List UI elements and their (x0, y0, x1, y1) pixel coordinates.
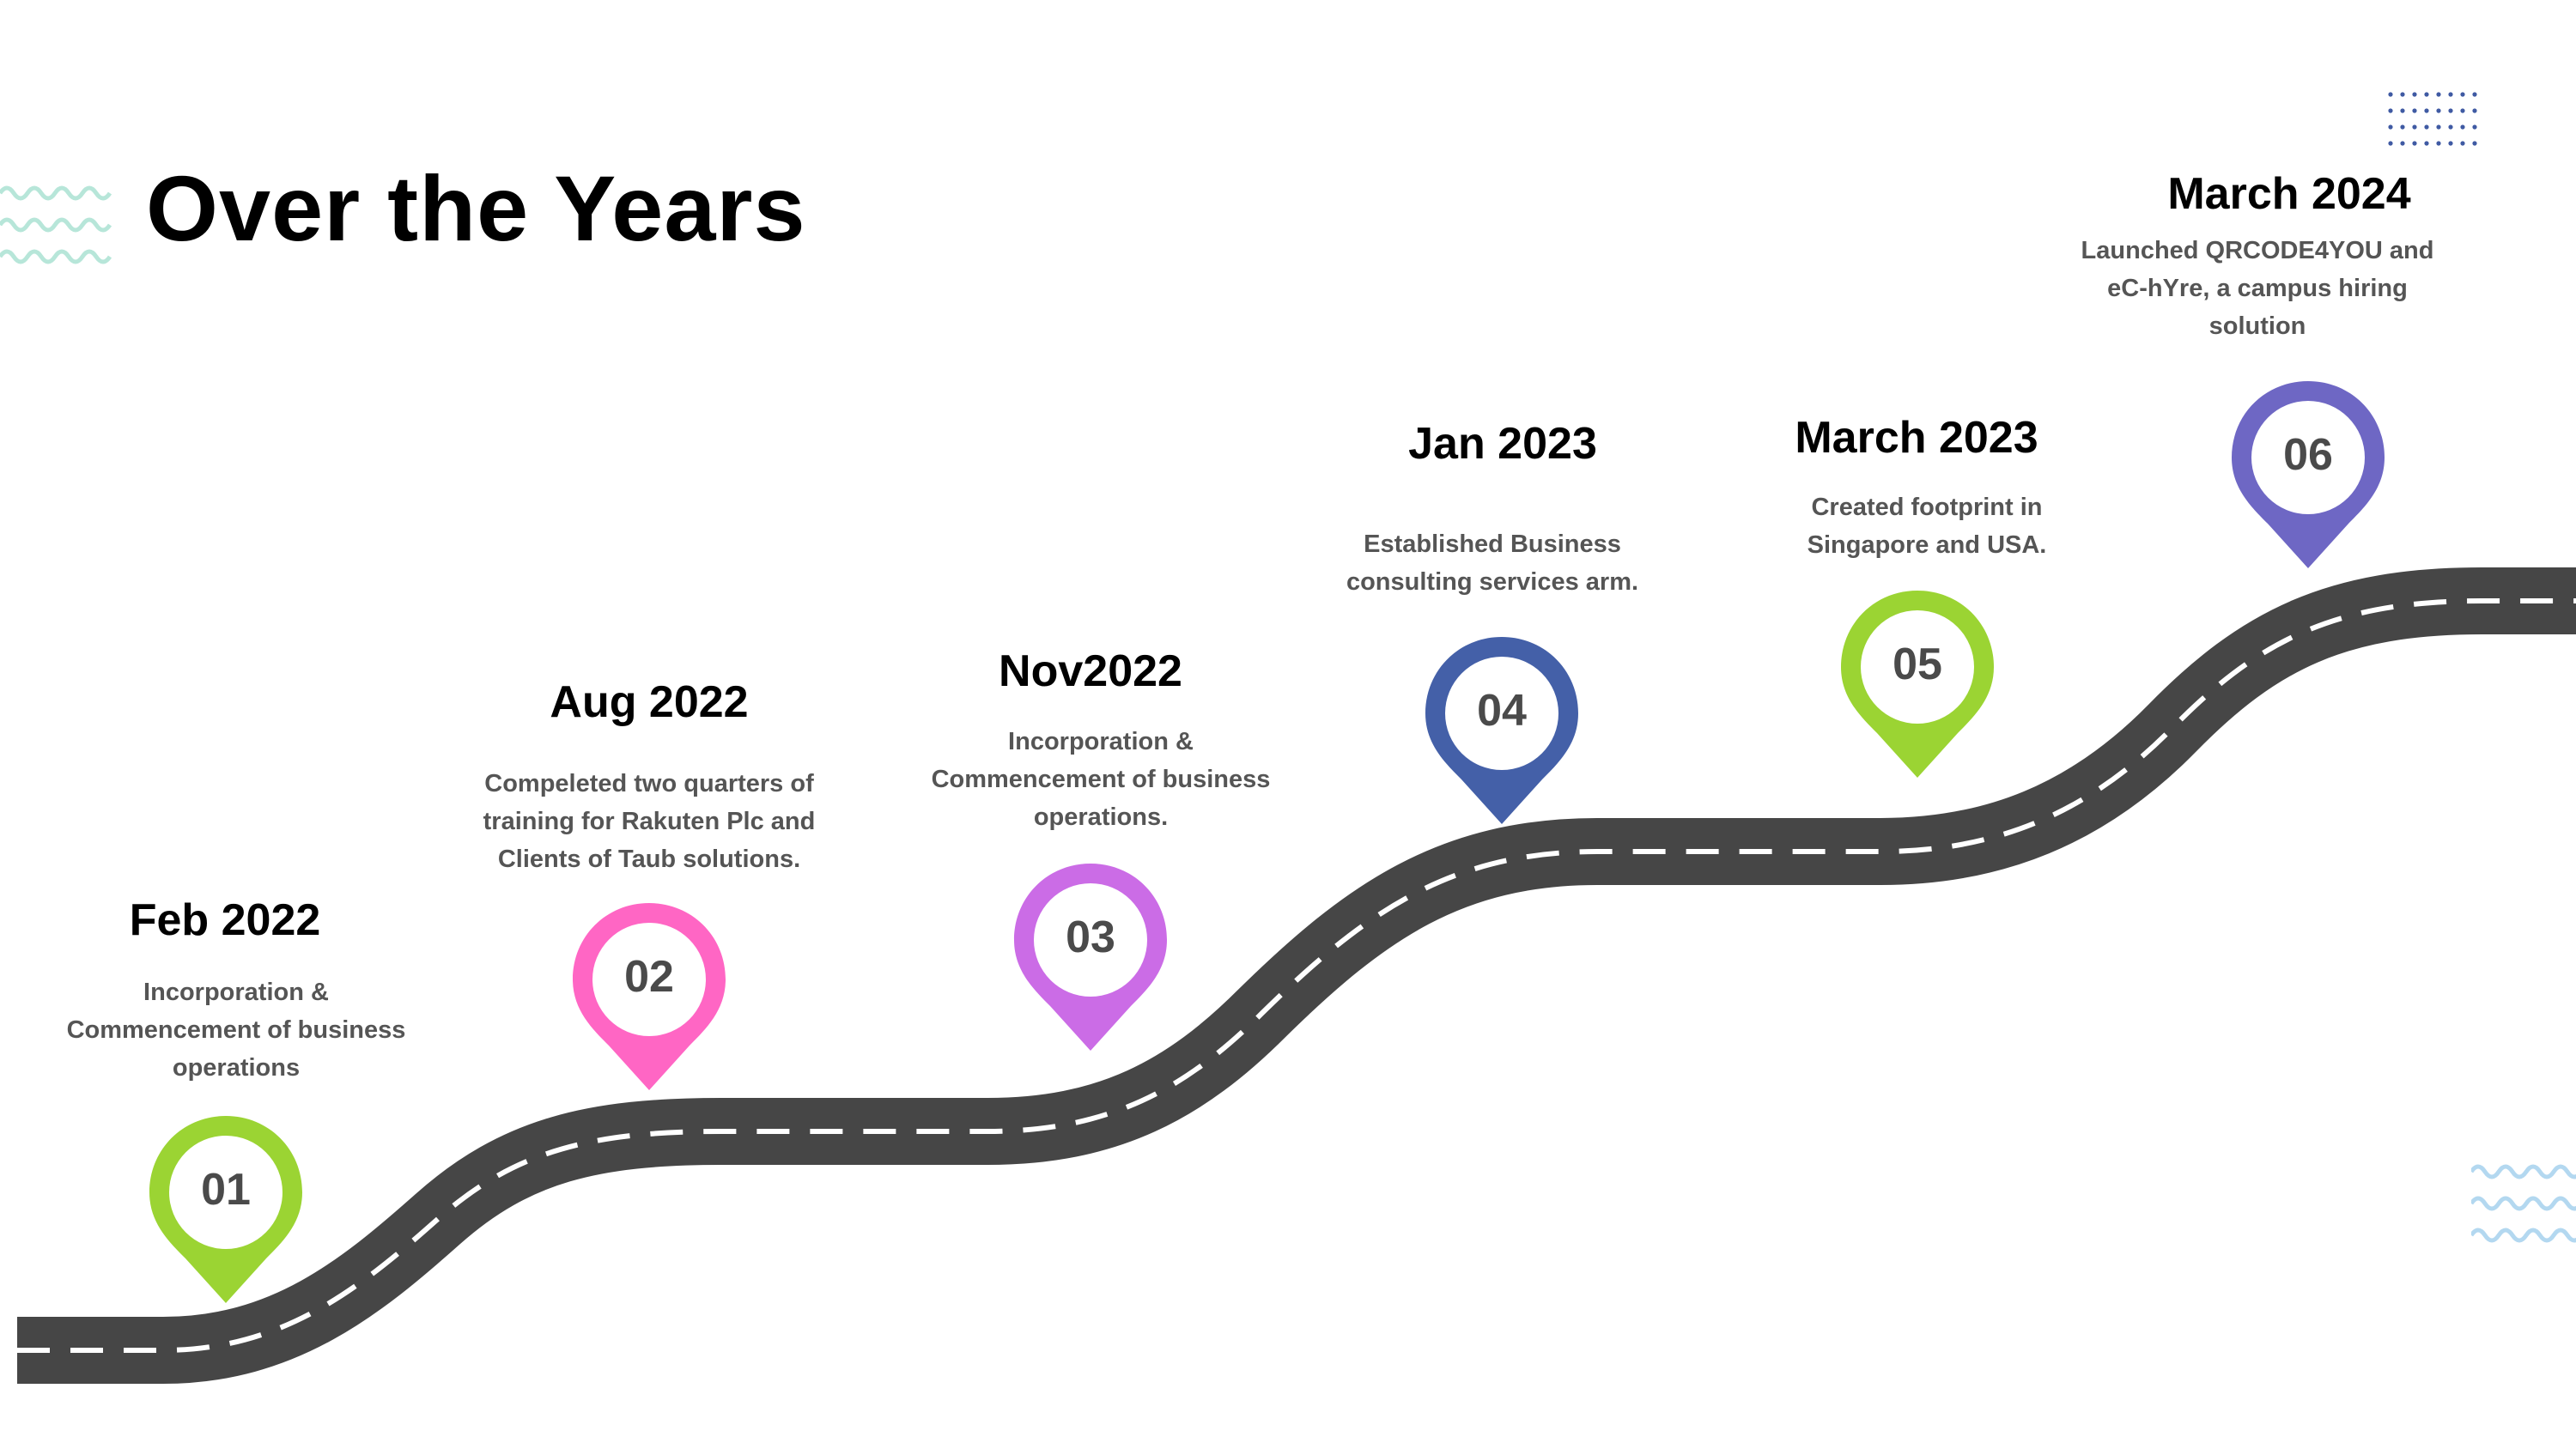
milestone-pin-06: 06 (2228, 378, 2388, 572)
dot (2412, 108, 2417, 113)
dot (2400, 92, 2405, 97)
dot (2400, 108, 2405, 113)
dot (2424, 108, 2429, 113)
dot (2436, 124, 2441, 130)
milestone-date: Feb 2022 (129, 895, 321, 945)
dot (2448, 141, 2453, 146)
map-pin-icon (573, 903, 726, 1090)
dot (2424, 124, 2429, 130)
map-pin-icon (1425, 637, 1578, 824)
dot (2472, 92, 2477, 97)
dot (2400, 141, 2405, 146)
milestone-number: 03 (1066, 912, 1115, 962)
dot (2412, 141, 2417, 146)
dot (2412, 124, 2417, 130)
dot (2424, 92, 2429, 97)
milestone-pin-02: 02 (569, 900, 729, 1094)
map-pin-icon (1841, 591, 1994, 778)
dot (2388, 124, 2393, 130)
milestone-number: 05 (1893, 640, 1942, 689)
page-title: Over the Years (146, 156, 806, 260)
milestone-number: 01 (201, 1165, 251, 1215)
dot (2388, 108, 2393, 113)
dot (2436, 92, 2441, 97)
milestone-description: Incorporation & Commencement of business… (931, 728, 1271, 831)
milestone-date: Aug 2022 (550, 677, 749, 727)
milestone-description: Created footprint in Singapore and USA. (1807, 494, 2047, 559)
dot (2460, 141, 2465, 146)
wave-decoration-right (2471, 1164, 2576, 1243)
milestone-number: 06 (2283, 430, 2333, 480)
dot-grid-decoration (2388, 92, 2477, 146)
milestone-date: March 2024 (2167, 169, 2411, 219)
milestone-pin-03: 03 (1011, 860, 1170, 1054)
milestone-date: Nov2022 (999, 646, 1182, 696)
milestone-description: Established Business consulting services… (1346, 530, 1639, 596)
dot (2412, 92, 2417, 97)
milestone-number: 02 (624, 952, 674, 1002)
milestone-date: March 2023 (1795, 413, 2038, 463)
dot (2460, 92, 2465, 97)
dot (2472, 124, 2477, 130)
milestone-pin-04: 04 (1422, 634, 1582, 828)
dot (2424, 141, 2429, 146)
dot (2460, 124, 2465, 130)
milestone-pin-05: 05 (1838, 587, 1997, 781)
dot (2448, 124, 2453, 130)
dot (2460, 108, 2465, 113)
dot (2388, 141, 2393, 146)
dot (2448, 108, 2453, 113)
dot (2436, 141, 2441, 146)
dot (2448, 92, 2453, 97)
map-pin-icon (149, 1116, 302, 1303)
dot (2388, 92, 2393, 97)
road-lane-markings (17, 598, 2576, 1353)
map-pin-icon (2232, 381, 2385, 568)
map-pin-icon (1014, 864, 1167, 1051)
dot (2436, 108, 2441, 113)
dot (2472, 108, 2477, 113)
milestone-pin-01: 01 (146, 1113, 306, 1307)
milestone-description: Incorporation & Commencement of business… (66, 979, 406, 1082)
dot (2400, 124, 2405, 130)
milestone-date: Jan 2023 (1408, 419, 1597, 469)
milestone-description: Compeleted two quarters of training for … (483, 770, 816, 873)
milestone-number: 04 (1477, 686, 1527, 736)
dot (2472, 141, 2477, 146)
wave-decoration-left (0, 185, 112, 264)
milestone-description: Launched QRCODE4YOU and eC-hYre, a campu… (2081, 237, 2434, 340)
